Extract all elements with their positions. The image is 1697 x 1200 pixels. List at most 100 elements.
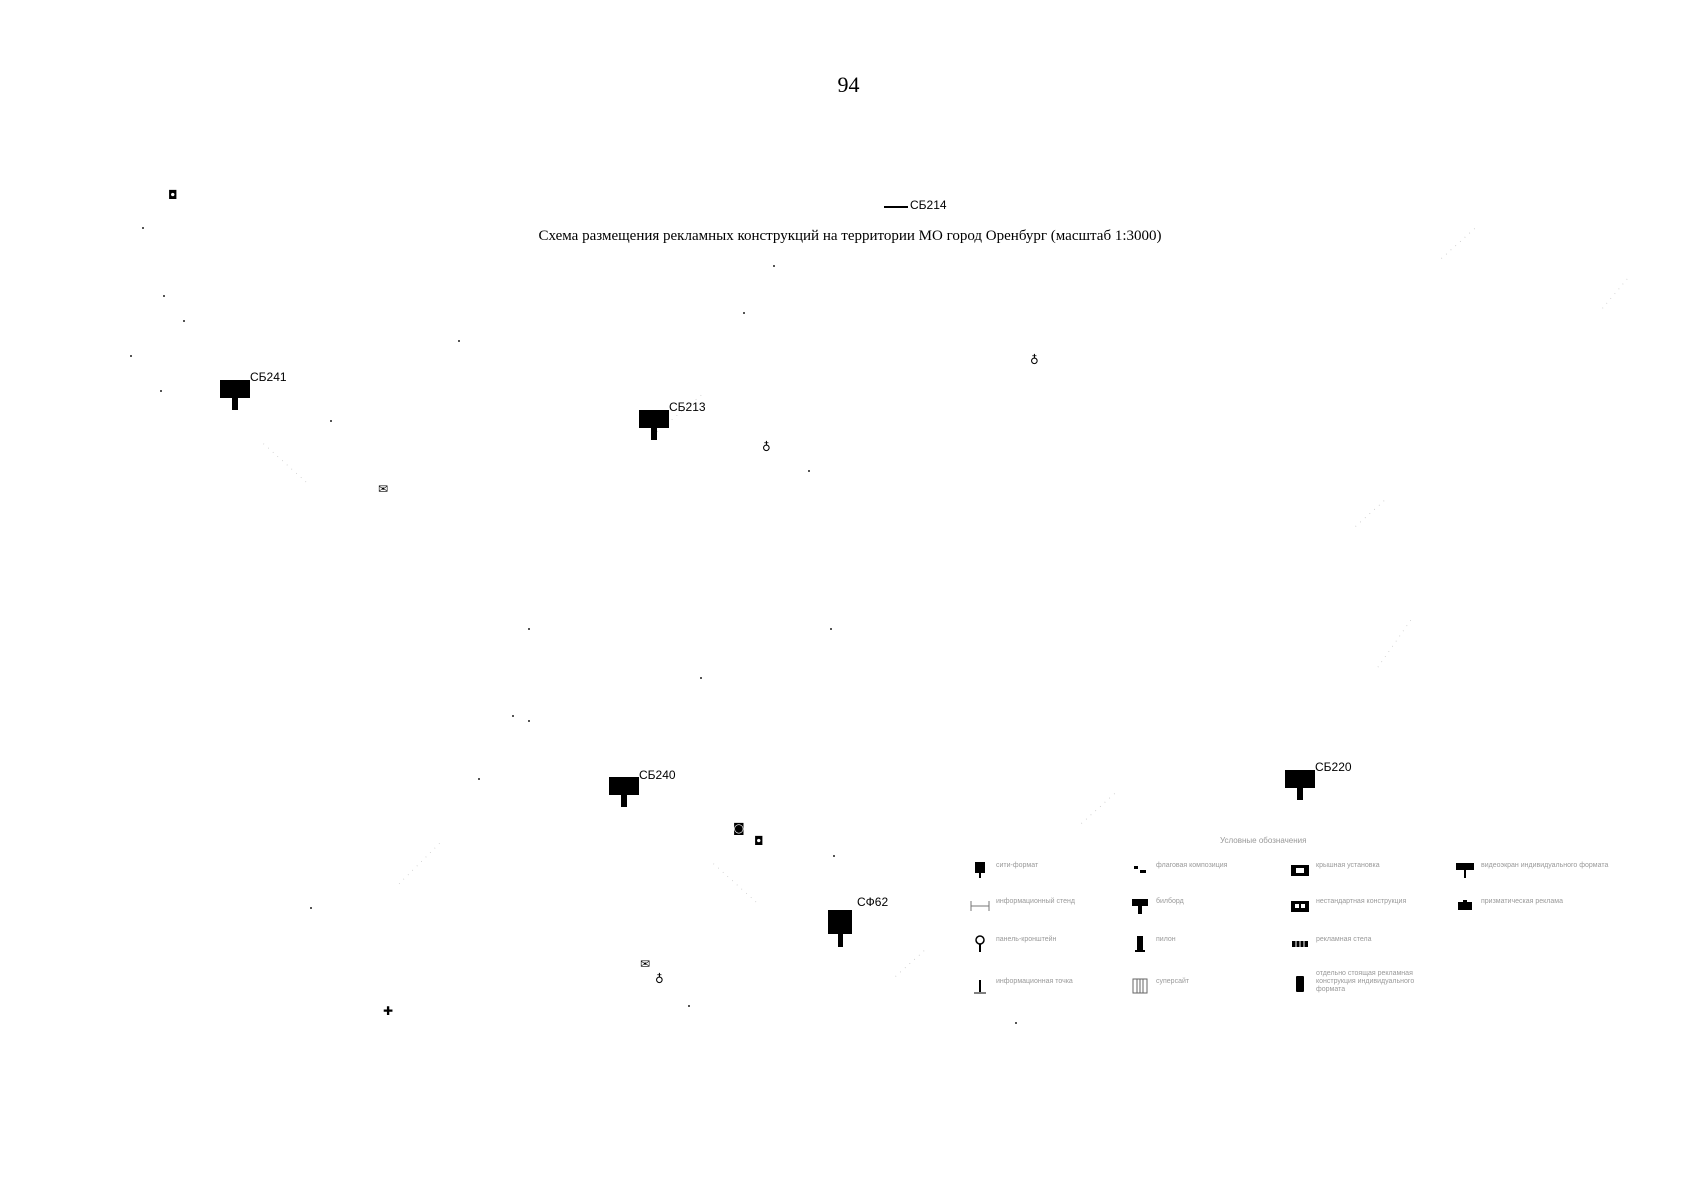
sb214-leader [884, 206, 908, 208]
placement-label-sb220: СБ220 [1315, 760, 1352, 774]
map-poi-icon: ♁ [655, 972, 664, 986]
info-point-icon [974, 980, 986, 994]
legend-item-city-format: сити-формат [960, 858, 1125, 888]
billboard-icon [1285, 770, 1315, 788]
legend-label: информационный стенд [996, 898, 1075, 905]
billboard-post [232, 398, 238, 410]
map-legend: Условные обозначения сити-формат флагова… [960, 836, 1620, 1016]
legend-label: сити-формат [996, 862, 1039, 869]
billboard-post [621, 795, 627, 807]
prism-display-icon [1458, 900, 1472, 910]
billboard-marker-sb241[interactable] [220, 380, 252, 412]
map-dot [478, 778, 480, 780]
legend-item-info-point: информационная точка [960, 974, 1125, 1004]
billboard-marker-sb220[interactable] [1285, 770, 1317, 802]
legend-label: видеоэкран индивидуального формата [1481, 862, 1609, 869]
city-format-marker-sf62[interactable] [828, 910, 854, 948]
map-title: Схема размещения рекламных конструкций н… [538, 228, 1162, 244]
legend-title: Условные обозначения [1220, 836, 1307, 845]
info-stand-icon [970, 901, 990, 911]
billboard-icon [639, 410, 669, 428]
street-mark: · · · · · · · · · · [710, 860, 760, 907]
map-poi-icon: ◘ [168, 188, 178, 202]
map-dot [808, 470, 810, 472]
map-dot [130, 355, 132, 357]
billboard-marker-sb240[interactable] [609, 777, 641, 809]
legend-item-nonstandard: нестандартная конструкция [1280, 894, 1445, 924]
map-dot [833, 855, 835, 857]
legend-item-pillar: пилон [1120, 932, 1285, 962]
billboard-icon [220, 380, 250, 398]
map-dot [528, 720, 530, 722]
legend-label: крышная установка [1316, 862, 1380, 869]
placement-label-sb214: СБ214 [910, 198, 947, 212]
legend-item-billboard: билборд [1120, 894, 1285, 924]
flag-composition-icon [1134, 866, 1146, 873]
pillar-icon [1135, 936, 1145, 952]
legend-item-roof: крышная установка [1280, 858, 1445, 888]
legend-label: отдельно стоящая рекламная конструкция и… [1316, 970, 1415, 993]
legend-item-individual: отдельно стоящая рекламная конструкция и… [1280, 966, 1445, 1014]
map-dot [160, 390, 162, 392]
street-mark: · · · · · · · · [1078, 790, 1119, 827]
map-dot [142, 227, 144, 229]
legend-item-superside: суперсайт [1120, 974, 1285, 1004]
billboard-post [1297, 788, 1303, 800]
street-mark: · · · · · · · [892, 947, 929, 980]
legend-item-prism: призматическая реклама [1445, 894, 1610, 924]
page-number: 94 [837, 72, 860, 97]
roof-installation-icon [1291, 865, 1309, 876]
legend-label: панель-кронштейн [996, 936, 1057, 943]
street-mark: · · · · · · · · · · [396, 839, 444, 888]
map-dot [310, 907, 312, 909]
map-poi-icon: ✉ [378, 482, 389, 496]
map-poi-icon: ♁ [762, 440, 771, 454]
street-mark: · · · · · · · · · · [260, 440, 310, 487]
map-poi-icon: ✉ [640, 957, 651, 971]
map-poi-icon: ♁ [1030, 353, 1039, 367]
stele-icon [1292, 941, 1308, 947]
superside-icon [1132, 978, 1148, 994]
placement-label-sf62: СФ62 [857, 895, 889, 909]
legend-label: билборд [1156, 898, 1184, 905]
map-dot [1015, 1022, 1017, 1024]
placement-label-sb240: СБ240 [639, 768, 676, 782]
nonstandard-construction-icon [1291, 901, 1309, 912]
legend-label: флаговая композиция [1156, 862, 1228, 869]
legend-label: информационная точка [996, 978, 1073, 985]
map-dot [512, 715, 514, 717]
video-screen-icon [1456, 863, 1474, 878]
map-dot [743, 312, 745, 314]
street-mark: · · · · · · · [1599, 275, 1632, 312]
legend-label: суперсайт [1156, 978, 1190, 985]
street-mark: · · · · · · · · · · [1374, 616, 1415, 671]
map-dot [830, 628, 832, 630]
map-dot [458, 340, 460, 342]
map-poi-icon: ✚ [383, 1004, 394, 1018]
legend-label: пилон [1156, 936, 1176, 943]
map-dot [330, 420, 332, 422]
legend-label: призматическая реклама [1481, 898, 1563, 905]
bracket-panel-icon [975, 935, 985, 952]
city-format-board-icon [975, 862, 985, 878]
billboard-icon [1132, 899, 1148, 914]
street-mark: · · · · · · · [1352, 497, 1389, 530]
billboard-icon [609, 777, 639, 795]
legend-item-stele: рекламная стела [1280, 932, 1445, 962]
map-dot [163, 295, 165, 297]
legend-item-panel: панель-кронштейн [960, 932, 1125, 962]
placement-label-sb213: СБ213 [669, 400, 706, 414]
legend-label: рекламная стела [1316, 936, 1372, 943]
city-format-post [838, 934, 843, 947]
individual-format-icon [1296, 976, 1304, 992]
legend-label: нестандартная конструкция [1316, 898, 1407, 905]
map-dot [773, 265, 775, 267]
map-poi-icon: ◙ [733, 821, 745, 835]
legend-item-info-stand: информационный стенд [960, 894, 1125, 924]
map-dot [183, 320, 185, 322]
map-dot [700, 677, 702, 679]
billboard-marker-sb213[interactable] [639, 410, 671, 442]
city-format-icon [828, 910, 852, 934]
placement-label-sb241: СБ241 [250, 370, 287, 384]
billboard-post [651, 428, 657, 440]
